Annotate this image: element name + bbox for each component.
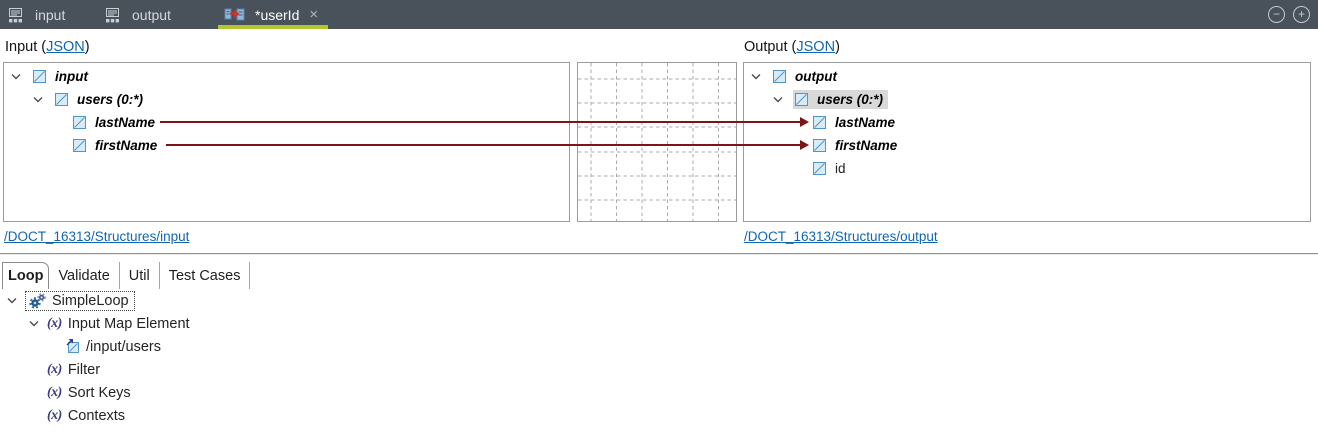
mapping-icon [224,6,245,23]
tab-output[interactable]: output [91,0,202,29]
chevron-down-icon[interactable] [11,73,21,80]
input-tree-panel: input users (0:*) lastName firstName [3,62,570,222]
mapping-line-firstname [166,144,800,146]
element-icon [773,70,786,83]
tab-label: Loop [8,268,44,284]
tab-label: Validate [58,267,110,284]
output-json-link[interactable]: JSON [796,39,836,55]
structure-icon [105,7,122,23]
output-header-text: Output ( [744,39,797,55]
focused-node-outline: SimpleLoop [25,290,135,311]
node-label: Input Map Element [67,315,190,332]
chevron-down-icon[interactable] [29,320,39,327]
fx-icon: (x) [47,384,62,400]
tab-label: Util [128,267,150,284]
element-icon [813,139,826,152]
fx-icon: (x) [47,407,62,423]
tree-row-simpleloop[interactable]: SimpleLoop [0,289,1318,312]
element-icon [813,162,826,175]
chevron-down-icon[interactable] [33,96,43,103]
node-label: SimpleLoop [52,292,129,309]
tab-label: *userId [255,6,300,23]
tree-row-users[interactable]: users (0:*) [4,88,569,111]
output-header-close-paren: ) [835,39,840,55]
input-header-close-paren: ) [84,39,90,55]
loop-tree: SimpleLoop (x) Input Map Element /input/… [0,289,1318,427]
node-label: Filter [67,361,101,378]
horizontal-splitter[interactable] [0,253,1318,254]
tab-util[interactable]: Util [119,262,160,289]
tree-row-input-map-element[interactable]: (x) Input Map Element [0,312,1318,335]
input-pane-header: Input (JSON) [5,39,90,55]
grid-pattern [578,63,736,221]
element-icon [73,116,86,129]
tree-row-input[interactable]: input [4,65,569,88]
bottom-tab-bar: Loop Validate Util Test Cases [2,262,251,289]
tab-userid-active[interactable]: *userId × [218,0,329,29]
chevron-down-icon[interactable] [773,96,783,103]
node-label: /input/users [86,338,161,355]
node-label: Contexts [67,407,126,424]
mapping-line-lastname [160,121,800,123]
fx-icon: (x) [47,315,62,331]
tree-row-filter[interactable]: (x) Filter [0,358,1318,381]
tab-loop[interactable]: Loop [2,262,50,289]
output-pane-header: Output (JSON) [744,39,840,55]
tab-validate[interactable]: Validate [49,262,120,289]
element-icon [55,93,68,106]
element-icon [73,139,86,152]
node-label: users (0:*) [77,92,144,107]
node-label: firstName [95,138,158,153]
node-label: firstName [835,138,898,153]
input-json-link[interactable]: JSON [46,39,85,55]
tree-row-lastname[interactable]: lastName [744,111,1310,134]
tree-row-input-users-path[interactable]: /input/users [0,335,1318,358]
mapping-arrowhead [800,117,809,127]
collapse-icon[interactable]: − [1268,6,1285,23]
tree-row-id[interactable]: id [744,157,1310,180]
node-label: lastName [835,115,896,130]
tree-row-output[interactable]: output [744,65,1310,88]
node-label: lastName [95,115,156,130]
tab-test-cases[interactable]: Test Cases [159,262,251,289]
selected-node-highlight: users (0:*) [793,90,889,109]
structure-icon [8,7,25,23]
gears-icon [29,292,46,309]
mapping-arrowhead [800,140,809,150]
mapped-element-icon [65,339,80,354]
element-icon [813,116,826,129]
editor-tab-bar: input output [0,0,1318,29]
input-structure-link[interactable]: /DOCT_16313/Structures/input [4,229,190,244]
tree-row-firstname[interactable]: firstName [4,134,569,157]
close-icon[interactable]: × [309,6,319,23]
element-icon [33,70,46,83]
tree-row-sort-keys[interactable]: (x) Sort Keys [0,381,1318,404]
tree-row-firstname[interactable]: firstName [744,134,1310,157]
output-structure-link[interactable]: /DOCT_16313/Structures/output [744,229,938,244]
element-icon [795,93,808,106]
node-label: output [795,69,837,84]
input-header-text: Input ( [5,39,47,55]
tree-row-users-selected[interactable]: users (0:*) [744,88,1310,111]
node-label: id [835,161,846,176]
tab-label: input [35,6,66,23]
tree-row-contexts[interactable]: (x) Contexts [0,404,1318,427]
tab-label: Test Cases [168,267,241,284]
node-label: Sort Keys [67,384,131,401]
chevron-down-icon[interactable] [7,297,17,304]
tab-label: output [132,6,171,23]
mapping-grid-panel [577,62,737,222]
tab-input[interactable]: input [0,0,91,29]
tree-row-lastname[interactable]: lastName [4,111,569,134]
expand-icon[interactable]: + [1293,6,1310,23]
node-label: users (0:*) [817,92,884,107]
output-tree-panel: output users (0:*) lastName firstName id [743,62,1311,222]
chevron-down-icon[interactable] [751,73,761,80]
node-label: input [55,69,88,84]
fx-icon: (x) [47,361,62,377]
